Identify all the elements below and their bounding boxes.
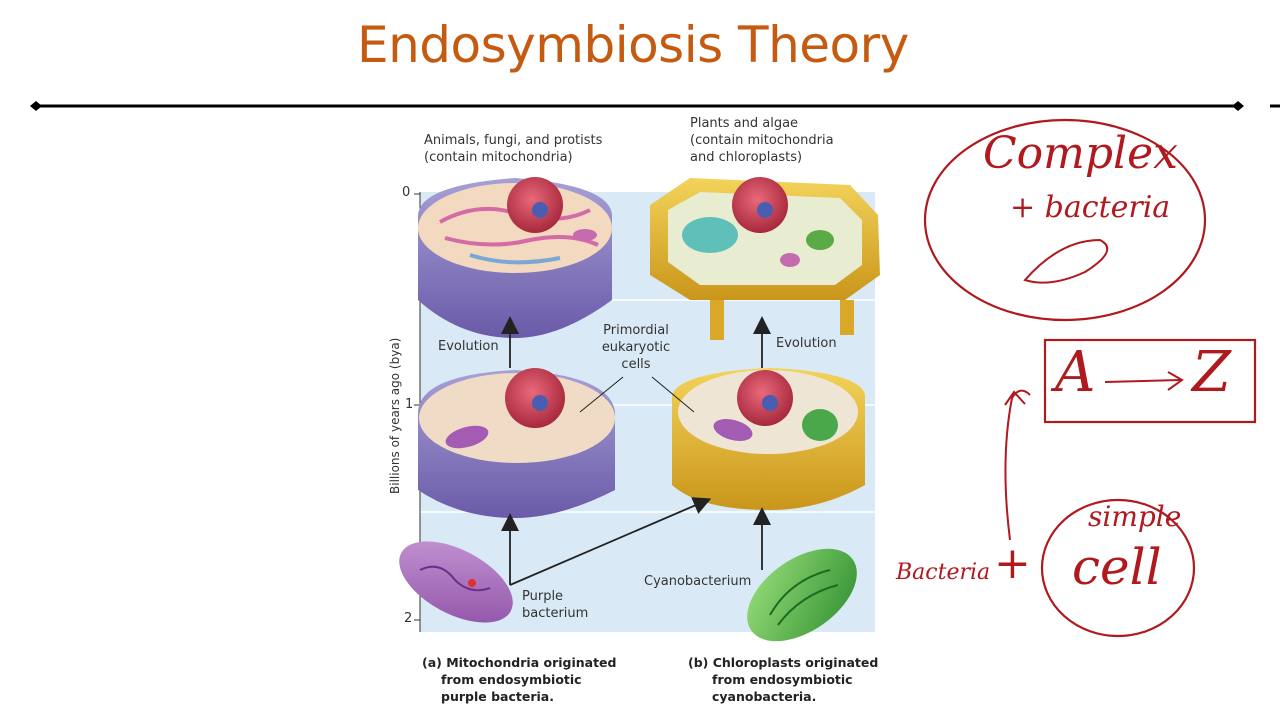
annotation-z: Z <box>1192 340 1231 405</box>
evolution-label-left: Evolution <box>438 339 499 354</box>
caption-b-line2: from endosymbiotic <box>712 672 853 687</box>
annotation-plus-bacteria: + bacteria <box>1010 190 1171 225</box>
primordial-cell-left <box>418 368 615 518</box>
animal-cell-illustration <box>418 177 612 338</box>
primordial-label-line3: cells <box>621 357 651 372</box>
y-axis-label: Billions of years ago (bya) <box>388 337 402 494</box>
caption-a-line3: purple bacteria. <box>441 689 554 704</box>
caption-b-line1: (b) Chloroplasts originated <box>688 655 879 670</box>
annotation-plus: + <box>994 538 1031 589</box>
annotation-a: A <box>1055 340 1096 405</box>
primordial-pointer-left <box>579 376 624 413</box>
annotation-cell: cell <box>1072 538 1162 596</box>
caption-a-line1: (a) Mitochondria originated <box>422 655 617 670</box>
evolution-label-right: Evolution <box>776 336 837 351</box>
panel-b-top-label-line2: (contain mitochondria <box>690 133 834 148</box>
slide-title: Endosymbiosis Theory <box>357 16 909 74</box>
panel-a-top-label-line2: (contain mitochondria) <box>424 150 573 165</box>
primordial-label-line1: Primordial <box>603 323 669 338</box>
panel-b-top-label-line1: Plants and algae <box>690 116 799 131</box>
bacterium-to-plant-arrow <box>509 497 712 586</box>
y-tick-2: 2 <box>404 611 413 626</box>
primordial-label-line2: eukaryotic <box>601 340 671 355</box>
primordial-pointer-right <box>651 376 695 413</box>
y-tick-0: 0 <box>402 185 411 200</box>
purple-bacterium-label-line2: bacterium <box>522 606 589 621</box>
caption-b-line3: cyanobacteria. <box>712 689 817 704</box>
cyanobacterium-label: Cyanobacterium <box>644 574 752 589</box>
plant-cell-illustration <box>650 177 880 340</box>
caption-a-line2: from endosymbiotic <box>441 672 582 687</box>
panel-a-top-label-line1: Animals, fungi, and protists <box>424 133 603 148</box>
annotation-simple: simple <box>1088 500 1182 533</box>
purple-bacterium-illustration <box>399 541 513 623</box>
cyanobacterium-illustration <box>747 548 857 642</box>
primordial-cell-right <box>672 368 865 510</box>
y-tick-1: 1 <box>405 397 414 412</box>
purple-bacterium-label-line1: Purple <box>522 589 564 604</box>
annotation-bacteria: Bacteria <box>896 560 991 585</box>
panel-b-top-label-line3: and chloroplasts) <box>690 150 803 165</box>
annotation-complex: Complex <box>983 128 1178 179</box>
